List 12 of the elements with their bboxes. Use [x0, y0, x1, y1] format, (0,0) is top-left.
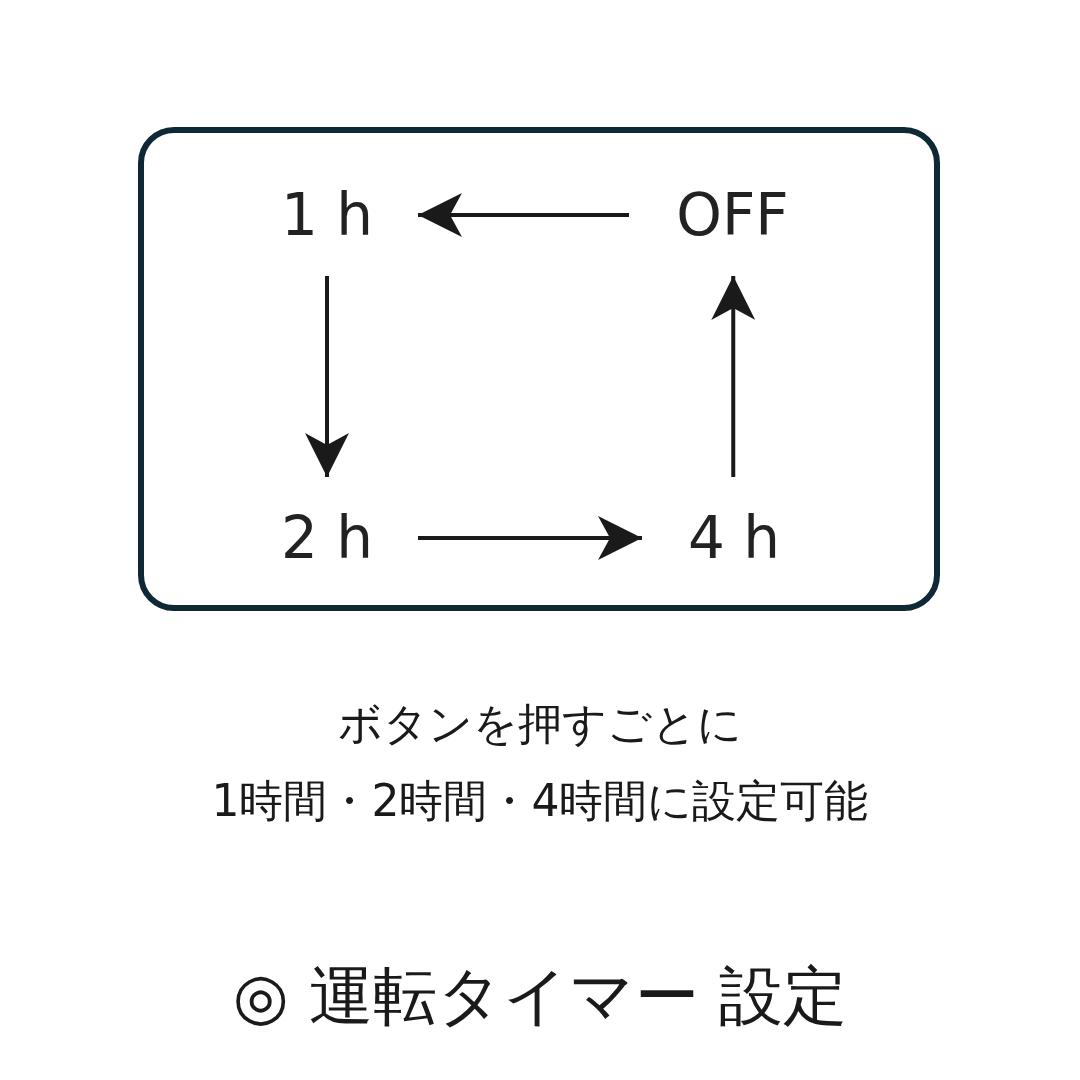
- arrow: [418, 193, 629, 237]
- instruction-text: ボタンを押すごとに: [337, 697, 743, 751]
- state-label: 2 h: [262, 503, 392, 573]
- arrow: [305, 276, 349, 477]
- section-heading: ◎ 運転タイマー 設定: [231, 958, 849, 1035]
- state-label: 1 h: [262, 180, 392, 250]
- arrow: [711, 276, 756, 477]
- arrow: [418, 516, 642, 560]
- panel-frame: [138, 127, 940, 611]
- state-label: OFF: [655, 180, 810, 250]
- state-label: 4 h: [668, 503, 800, 573]
- instruction-text: 1時間・2時間・4時間に設定可能: [210, 774, 870, 828]
